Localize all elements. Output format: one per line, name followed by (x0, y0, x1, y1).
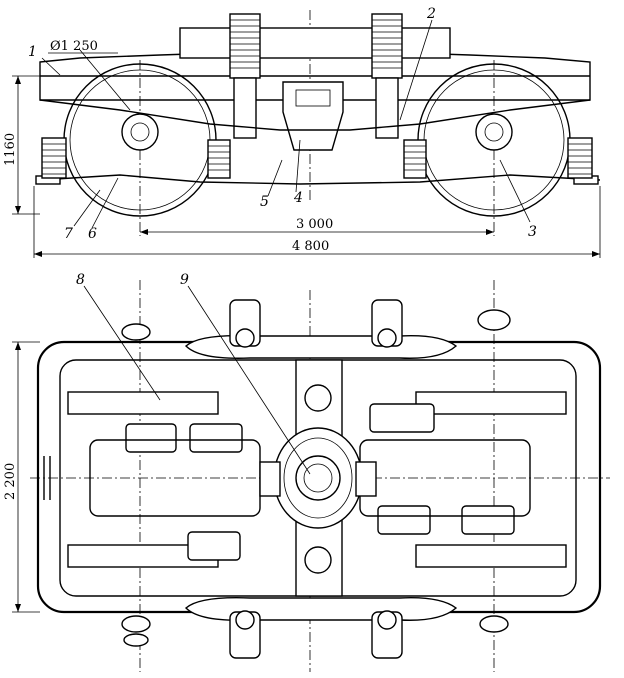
callout-3: 3 (528, 224, 537, 240)
callout-4: 4 (293, 190, 303, 206)
right-axle-box (475, 113, 513, 151)
callout-6: 6 (88, 226, 97, 242)
wheel-diameter-label: Ø1 250 (50, 39, 98, 54)
callout-2: 2 (426, 6, 436, 22)
wheelbase-label: 3 000 (296, 217, 333, 232)
plan-view: 8 9 2 200 (3, 272, 610, 672)
callout-5: 5 (260, 194, 269, 210)
right-top-spring (371, 13, 403, 139)
left-primary-spring (41, 137, 231, 179)
callout-8: 8 (76, 272, 85, 288)
width-label: 2 200 (3, 463, 18, 500)
callout-9: 9 (180, 272, 189, 288)
side-view: 1 2 3 4 5 6 7 Ø1 250 1160 3 000 4 800 (3, 6, 601, 258)
plan-springs (229, 299, 403, 659)
right-primary-spring (403, 137, 593, 179)
left-top-spring (229, 13, 261, 139)
bolster-top (179, 27, 451, 59)
wheel-left-top (67, 391, 219, 415)
callout-1: 1 (28, 44, 37, 60)
height-label: 1160 (3, 133, 18, 166)
overall-length-label: 4 800 (292, 239, 329, 254)
left-axle-box (121, 113, 159, 151)
center-bracket (282, 81, 344, 151)
callout-7: 7 (64, 226, 73, 242)
